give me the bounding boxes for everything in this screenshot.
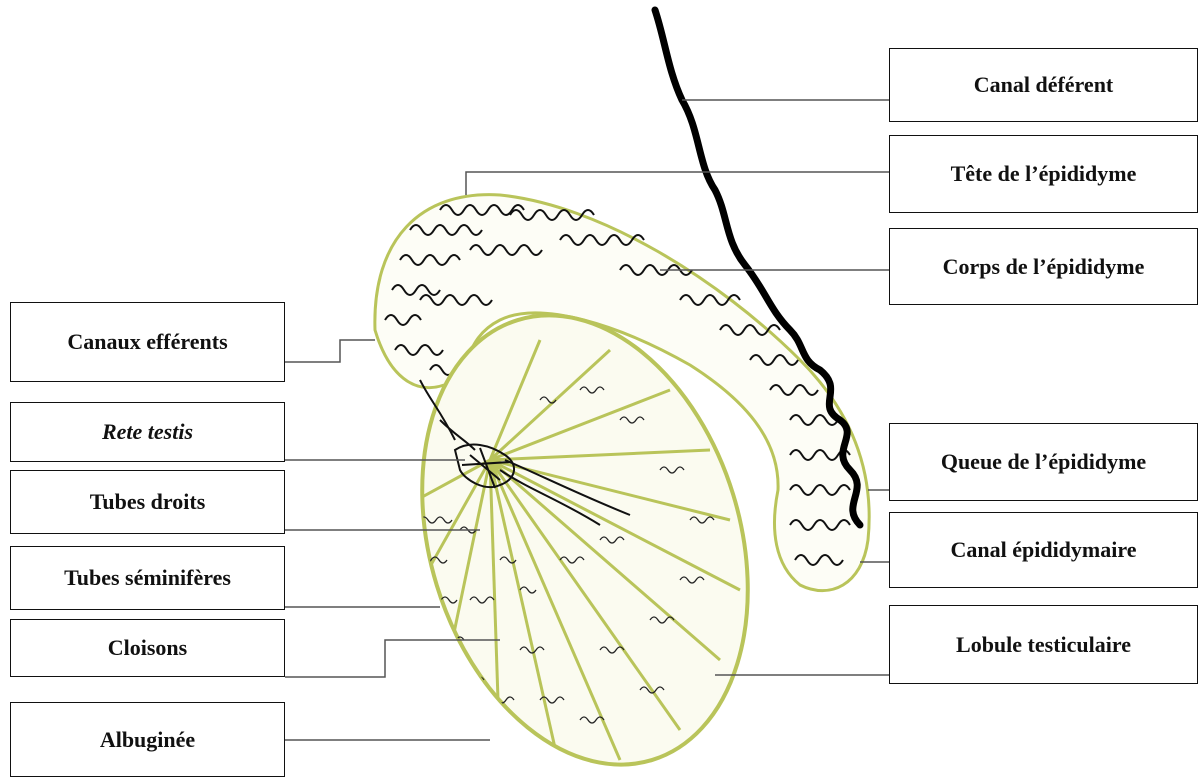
label-corps-epididyme: Corps de l’épididyme xyxy=(889,228,1198,305)
label-lobule-testiculaire: Lobule testiculaire xyxy=(889,605,1198,684)
leader-tete-epididyme xyxy=(466,172,889,195)
label-rete-testis: Rete testis xyxy=(10,402,285,462)
label-canal-epididymaire: Canal épididymaire xyxy=(889,512,1198,588)
label-cloisons: Cloisons xyxy=(10,619,285,677)
leader-canaux-efferents xyxy=(285,340,375,362)
label-albuginee: Albuginée xyxy=(10,702,285,777)
label-canal-deferent: Canal déférent xyxy=(889,48,1198,122)
label-tubes-droits: Tubes droits xyxy=(10,470,285,534)
label-queue-epididyme: Queue de l’épididyme xyxy=(889,423,1198,501)
label-canaux-efferents: Canaux efférents xyxy=(10,302,285,382)
label-tete-epididyme: Tête de l’épididyme xyxy=(889,135,1198,213)
label-tubes-seminiferes: Tubes séminifères xyxy=(10,546,285,610)
